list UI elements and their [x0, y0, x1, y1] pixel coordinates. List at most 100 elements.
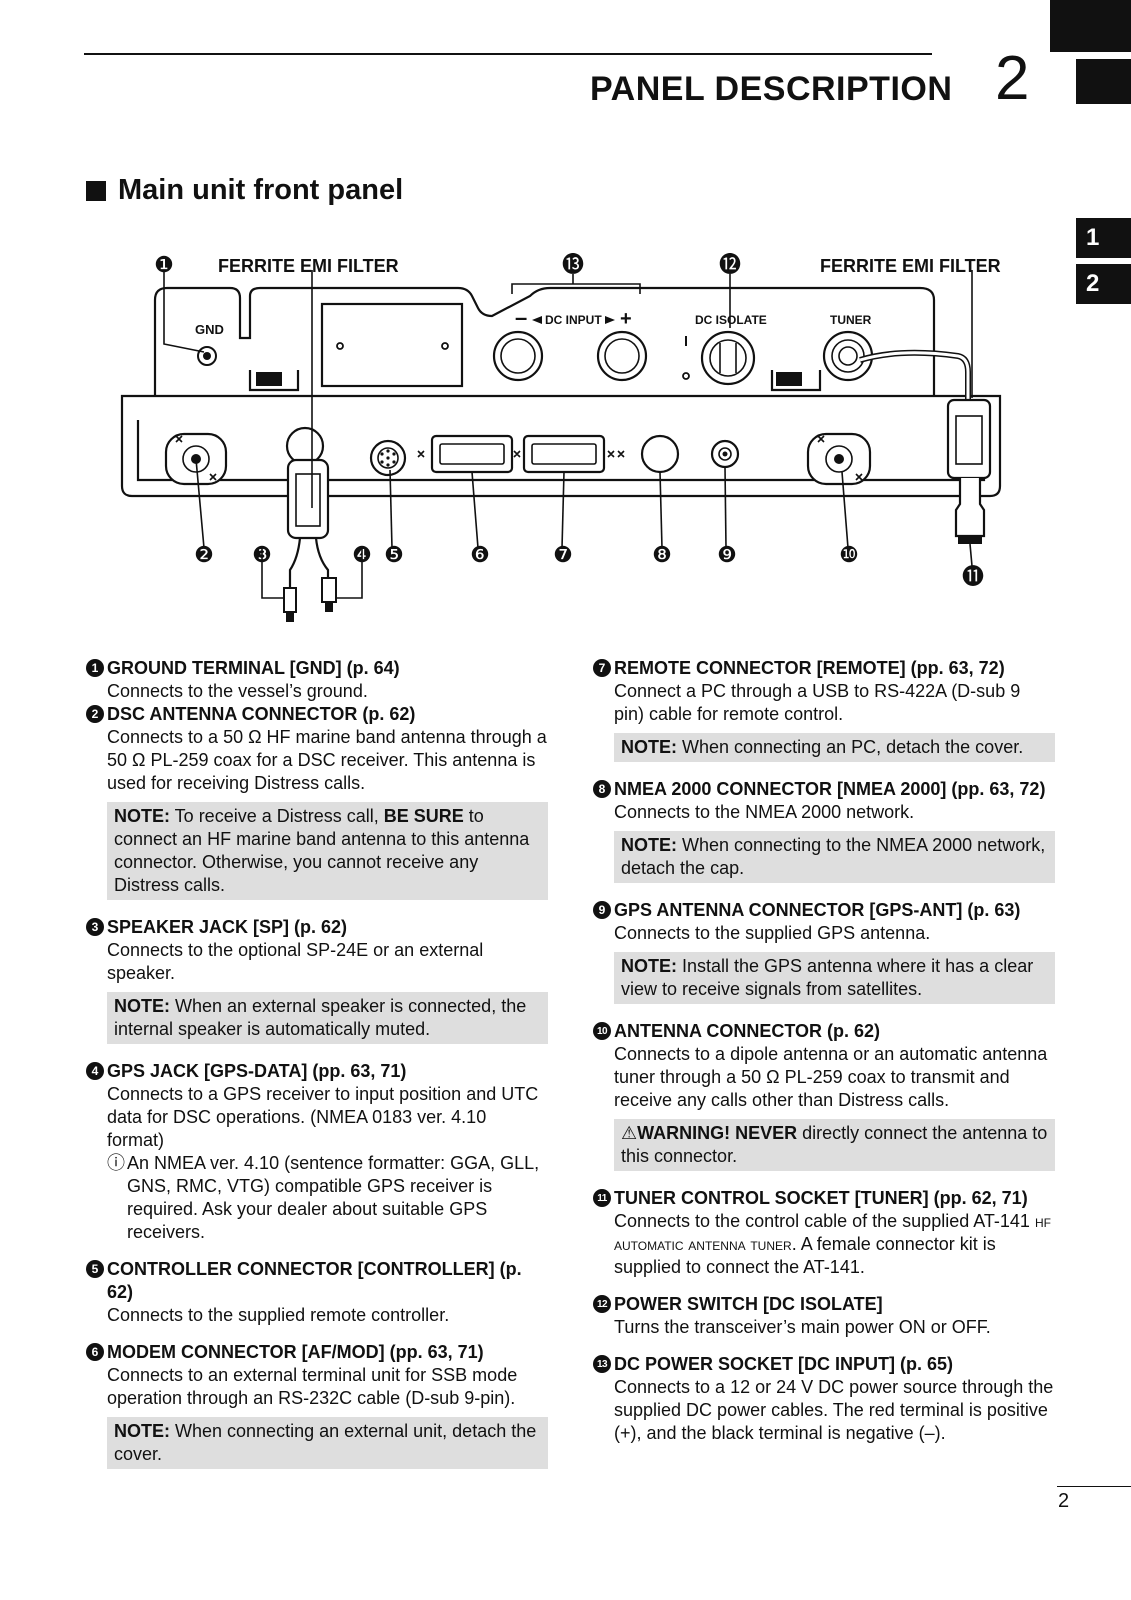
page-number: 2: [1058, 1490, 1070, 1512]
warning-label: WARNING! NEVER: [637, 1123, 798, 1143]
number-badge: 2: [86, 705, 104, 723]
note-label: NOTE:: [114, 996, 170, 1016]
callout-ferrite-left: FERRITE EMI FILTER: [218, 256, 399, 276]
note-label: NOTE:: [621, 737, 677, 757]
item-title: CONTROLLER CONNECTOR [CONTROLLER] (p. 62…: [107, 1259, 522, 1302]
label-minus: –: [515, 305, 527, 330]
item-body: Connect a PC through a USB to RS-422A (D…: [614, 681, 1021, 724]
item-body: Connects to the control cable of the sup…: [593, 1210, 1055, 1279]
information-icon: ⓘ: [107, 1153, 125, 1173]
callout-4: ❹: [352, 542, 372, 567]
tab-chapter-1[interactable]: 1: [1076, 218, 1131, 258]
callout-9: ❾: [717, 542, 737, 567]
item-body: Turns the transceiver’s main power ON or…: [614, 1317, 991, 1337]
item-title: SPEAKER JACK [SP] (p. 62): [107, 917, 348, 937]
warning-box: ⚠WARNING! NEVER directly connect the ant…: [614, 1119, 1055, 1171]
callout-7: ❼: [553, 542, 573, 567]
note-text: to connect an HF marine band antenna to …: [114, 806, 530, 895]
square-bullet-icon: [86, 180, 106, 201]
item-title: GPS JACK [GPS-DATA] (pp. 63, 71): [107, 1061, 407, 1081]
note-label: NOTE:: [114, 806, 170, 826]
note-box: NOTE: When connecting to the NMEA 2000 n…: [614, 831, 1055, 883]
warning-icon: ⚠: [621, 1123, 638, 1143]
callout-8: ❽: [652, 542, 672, 567]
callout-ferrite-right: FERRITE EMI FILTER: [820, 256, 1001, 276]
number-badge: 1: [86, 659, 104, 677]
item-body: Connects to the vessel’s ground.: [107, 681, 368, 701]
number-badge: 6: [86, 1343, 104, 1361]
callout-11: ⓫: [962, 564, 984, 589]
callout-2: ❷: [194, 542, 214, 567]
note-text: To receive a Distress call,: [170, 806, 384, 826]
item-body: Connects to a GPS receiver to input posi…: [107, 1084, 539, 1150]
note-label: NOTE:: [114, 1421, 170, 1441]
tab-chapter-2[interactable]: 2: [1076, 264, 1131, 304]
chapter-marker: [1076, 59, 1131, 104]
chapter-number: 2: [995, 44, 1030, 113]
item-title: GPS ANTENNA CONNECTOR [GPS-ANT] (p. 63): [614, 900, 1021, 920]
item-title: GROUND TERMINAL [GND] (p. 64): [107, 658, 400, 678]
callout-1: ❶: [154, 252, 174, 277]
corner-block: [1050, 0, 1131, 52]
note-emphasis: BE SURE: [383, 806, 464, 826]
label-gnd: GND: [195, 322, 224, 337]
note-box: NOTE: When connecting an PC, detach the …: [614, 733, 1055, 762]
item-body: Connects to an external terminal unit fo…: [107, 1365, 518, 1408]
item-title: ANTENNA CONNECTOR (p. 62): [614, 1021, 881, 1041]
front-panel-diagram: GND – DC INPUT + DC ISOLATE TUNER: [120, 252, 1002, 622]
item-body: Connects to the optional SP-24E or an ex…: [107, 940, 484, 983]
note-text: When connecting an external unit, detach…: [114, 1421, 537, 1464]
item-body: Connects to the NMEA 2000 network.: [614, 802, 915, 822]
note-text: Install the GPS antenna where it has a c…: [621, 956, 1034, 999]
number-badge: 11: [593, 1189, 611, 1207]
product-name: hf automatic antenna tuner: [614, 1212, 1051, 1254]
body-text: Connects to the control cable of the sup…: [614, 1211, 1035, 1231]
number-badge: 3: [86, 918, 104, 936]
note-label: NOTE:: [621, 956, 677, 976]
callout-3: ❸: [252, 542, 272, 567]
item-body: Connects to a 50 Ω HF marine band antenn…: [107, 727, 547, 793]
footer-rule: [1057, 1486, 1131, 1487]
callout-6: ❻: [470, 542, 490, 567]
label-dc-input: DC INPUT: [545, 313, 602, 327]
item-body: Connects to the supplied GPS antenna.: [614, 923, 931, 943]
warning-text: directly connect the antenna to this con…: [621, 1123, 1048, 1166]
number-badge: 10: [593, 1022, 611, 1040]
label-plus: +: [620, 308, 632, 330]
item-title: REMOTE CONNECTOR [REMOTE] (pp. 63, 72): [614, 658, 1005, 678]
item-title: DSC ANTENNA CONNECTOR (p. 62): [107, 704, 416, 724]
item-title: TUNER CONTROL SOCKET [TUNER] (pp. 62, 71…: [614, 1188, 1028, 1208]
callout-12: ⓬: [719, 252, 741, 277]
note-box: NOTE: Install the GPS antenna where it h…: [614, 952, 1055, 1004]
item-title: MODEM CONNECTOR [AF/MOD] (pp. 63, 71): [107, 1342, 484, 1362]
note-text: When an external speaker is connected, t…: [114, 996, 527, 1039]
label-tuner: TUNER: [830, 313, 872, 327]
item-title: POWER SWITCH [DC ISOLATE]: [614, 1294, 883, 1314]
body-text: . A female connector kit is supplied to …: [614, 1234, 996, 1277]
item-body: Connects to the supplied remote controll…: [107, 1305, 450, 1325]
note-text: When connecting to the NMEA 2000 network…: [621, 835, 1046, 878]
number-badge: 4: [86, 1062, 104, 1080]
callout-5: ❺: [384, 542, 404, 567]
number-badge: 9: [593, 901, 611, 919]
number-badge: 13: [593, 1355, 611, 1373]
note-box: NOTE: To receive a Distress call, BE SUR…: [107, 802, 548, 900]
number-badge: 7: [593, 659, 611, 677]
callout-10: ❿: [839, 542, 859, 567]
number-badge: 12: [593, 1295, 611, 1313]
item-title: NMEA 2000 CONNECTOR [NMEA 2000] (pp. 63,…: [614, 779, 1046, 799]
note-box: NOTE: When an external speaker is connec…: [107, 992, 548, 1044]
